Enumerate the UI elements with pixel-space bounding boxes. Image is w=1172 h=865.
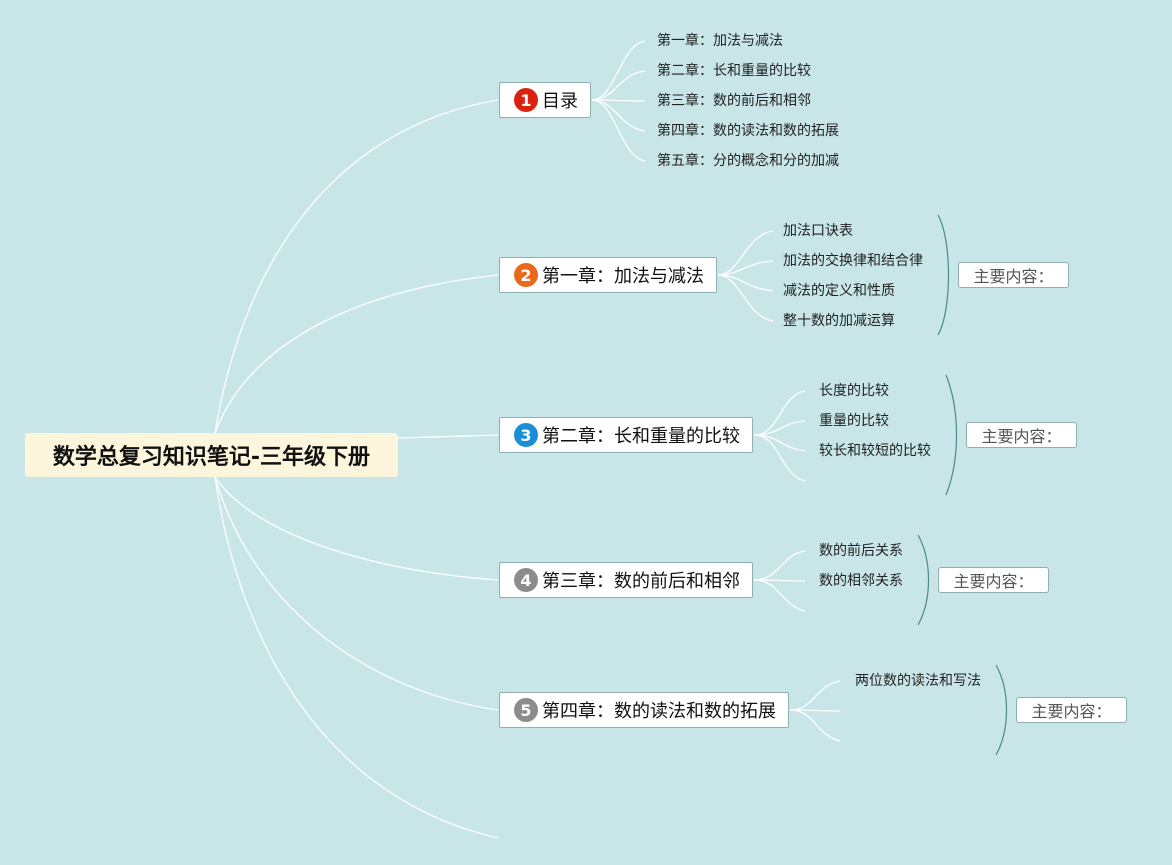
topic-chapter-3[interactable]: 4 第三章：数的前后和相邻 — [499, 562, 753, 598]
subtopic-item[interactable]: 重量的比较 — [819, 413, 889, 429]
topic-label: 第三章：数的前后和相邻 — [542, 571, 740, 592]
topic-label: 目录 — [542, 91, 578, 112]
priority-badge: 4 — [514, 568, 538, 592]
subtopic-item[interactable]: 较长和较短的比较 — [819, 443, 931, 459]
summary-box[interactable]: 主要内容： — [958, 262, 1069, 288]
subtopic-item[interactable]: 整十数的加减运算 — [783, 313, 895, 329]
summary-box[interactable]: 主要内容： — [1016, 697, 1127, 723]
summary-box[interactable]: 主要内容： — [966, 422, 1077, 448]
summary-box[interactable]: 主要内容： — [938, 567, 1049, 593]
priority-badge: 3 — [514, 423, 538, 447]
priority-badge: 2 — [514, 263, 538, 287]
subtopic-item[interactable]: 两位数的读法和写法 — [855, 673, 981, 689]
subtopic-item[interactable]: 第五章：分的概念和分的加减 — [657, 153, 839, 169]
topic-label: 第四章：数的读法和数的拓展 — [542, 701, 776, 722]
subtopic-item[interactable]: 长度的比较 — [819, 383, 889, 399]
topic-chapter-4[interactable]: 5 第四章：数的读法和数的拓展 — [499, 692, 789, 728]
priority-badge: 1 — [514, 88, 538, 112]
priority-badge: 5 — [514, 698, 538, 722]
subtopic-item[interactable]: 第一章：加法与减法 — [657, 33, 783, 49]
subtopic-item[interactable]: 数的前后关系 — [819, 543, 903, 559]
topic-chapter-1[interactable]: 2 第一章：加法与减法 — [499, 257, 717, 293]
topic-chapter-2[interactable]: 3 第二章：长和重量的比较 — [499, 417, 753, 453]
root-topic[interactable]: 数学总复习知识笔记-三年级下册 — [25, 433, 398, 477]
subtopic-item[interactable]: 第四章：数的读法和数的拓展 — [657, 123, 839, 139]
subtopic-item[interactable]: 加法的交换律和结合律 — [783, 253, 923, 269]
topic-label: 第二章：长和重量的比较 — [542, 426, 740, 447]
subtopic-item[interactable]: 数的相邻关系 — [819, 573, 903, 589]
subtopic-item[interactable]: 减法的定义和性质 — [783, 283, 895, 299]
subtopic-item[interactable]: 加法口诀表 — [783, 223, 853, 239]
subtopic-item[interactable]: 第三章：数的前后和相邻 — [657, 93, 811, 109]
subtopic-item[interactable]: 第二章：长和重量的比较 — [657, 63, 811, 79]
root-title: 数学总复习知识笔记-三年级下册 — [52, 445, 371, 470]
topic-contents[interactable]: 1 目录 — [499, 82, 591, 118]
topic-label: 第一章：加法与减法 — [542, 266, 704, 287]
